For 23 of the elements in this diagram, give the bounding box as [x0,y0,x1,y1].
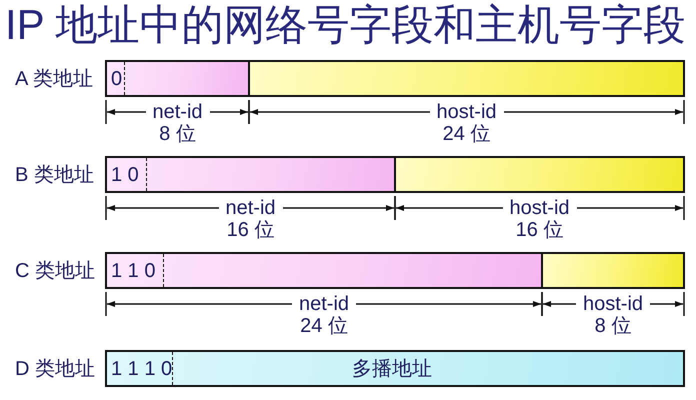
net-id-field [105,252,543,289]
net-id-field [105,156,396,193]
prefix-bits: 0 [111,68,122,90]
bit-count: 16 位 [226,219,274,241]
host-id-field [394,156,685,193]
host-id-field [248,60,685,97]
title: IP 地址中的网络号字段和主机号字段 [5,2,686,48]
row-label: A 类地址 [15,66,93,90]
bit-count: 24 位 [300,315,348,337]
field-name: 多播地址 [352,358,432,380]
host-id-field [541,252,685,289]
multicast-field [105,350,685,387]
prefix-bits: 1 1 0 [111,260,156,282]
bit-count: 16 位 [516,219,564,241]
net-id-field [105,60,250,97]
prefix-bits: 1 0 [111,164,139,186]
row-label: D 类地址 [15,356,95,380]
row-label: C 类地址 [15,258,95,282]
bit-count: 8 位 [594,315,632,337]
prefix-bits: 1 1 1 0 [111,358,172,380]
row-label: B 类地址 [15,162,94,186]
bit-count: 24 位 [442,123,490,145]
bit-count: 8 位 [159,123,196,145]
